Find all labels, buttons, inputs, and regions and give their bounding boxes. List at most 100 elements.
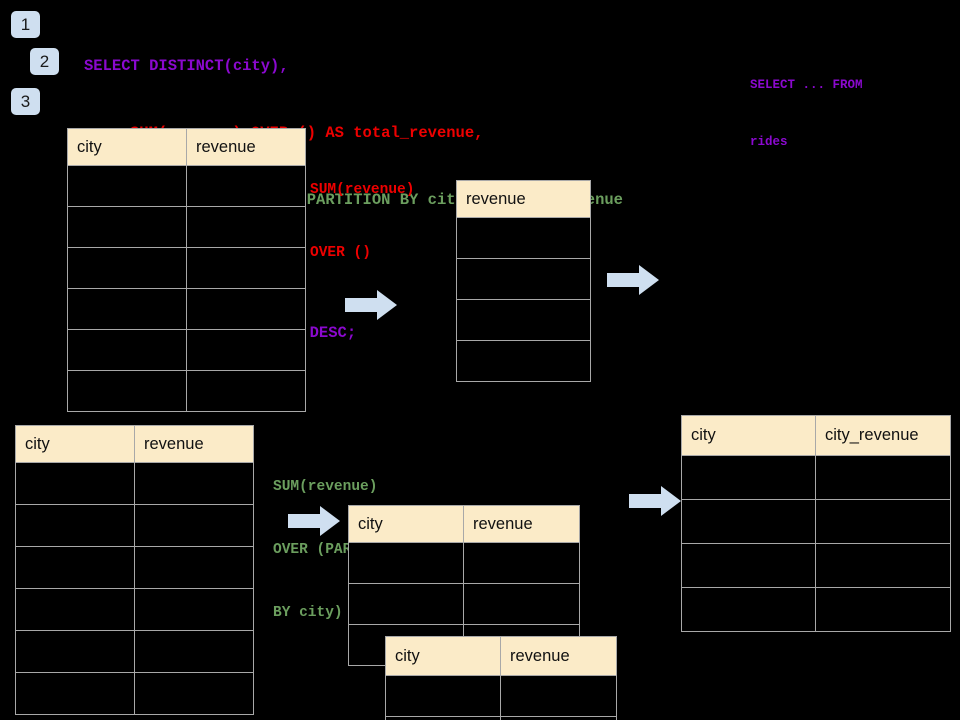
annotation-sum-over-empty-line2: OVER () — [310, 245, 371, 261]
table-row — [348, 542, 580, 584]
table-cell — [186, 370, 306, 412]
table-row — [67, 288, 306, 330]
table-row — [15, 588, 254, 631]
step-badge-2[interactable]: 2 — [30, 48, 59, 75]
table-header-row: city revenue — [67, 128, 306, 166]
table-row — [15, 630, 254, 673]
column-header-revenue: revenue — [186, 128, 306, 166]
city-revenue-result-table: city city_revenue — [681, 415, 951, 632]
table-row — [456, 258, 591, 300]
table-row — [681, 587, 951, 632]
column-header-revenue: revenue — [500, 636, 617, 676]
column-header-revenue: revenue — [134, 425, 254, 463]
table-cell — [348, 542, 464, 584]
table-cell — [456, 258, 591, 300]
table-header-row: city revenue — [348, 505, 580, 543]
table-cell — [134, 672, 254, 715]
column-header-city: city — [385, 636, 501, 676]
table-cell — [67, 165, 187, 207]
annotation-select-from-rides-line2: rides — [750, 135, 788, 149]
table-cell — [385, 675, 501, 717]
table-cell — [681, 587, 816, 632]
total-revenue-table: revenue — [456, 180, 591, 382]
table-cell — [815, 499, 951, 544]
table-cell — [134, 588, 254, 631]
table-row — [385, 675, 617, 717]
table-cell — [186, 329, 306, 371]
step-badge-1[interactable]: 1 — [11, 11, 40, 38]
table-cell — [134, 462, 254, 505]
rides-source-table: city revenue — [67, 128, 306, 412]
annotation-sum-over-partition-line3: BY city) — [273, 605, 343, 621]
column-header-city-revenue: city_revenue — [815, 415, 951, 456]
table-cell — [815, 455, 951, 500]
table-cell — [186, 165, 306, 207]
arrow-source-to-total — [345, 290, 397, 320]
table-cell — [500, 716, 617, 720]
arrow-source-to-partition — [288, 506, 340, 536]
table-row — [348, 583, 580, 625]
partition-group-table-b: city revenue — [385, 636, 617, 720]
table-row — [385, 716, 617, 720]
step-badge-3[interactable]: 3 — [11, 88, 40, 115]
table-cell — [500, 675, 617, 717]
table-cell — [681, 543, 816, 588]
table-cell — [456, 217, 591, 259]
table-header-row: city revenue — [15, 425, 254, 463]
annotation-select-from-rides-line1: SELECT ... FROM — [750, 78, 863, 92]
table-cell — [134, 546, 254, 589]
table-cell — [348, 583, 464, 625]
table-cell — [186, 247, 306, 289]
table-header-row: city city_revenue — [681, 415, 951, 456]
table-cell — [67, 370, 187, 412]
table-cell — [815, 543, 951, 588]
column-header-city: city — [15, 425, 135, 463]
table-row — [456, 217, 591, 259]
arrow-total-to-result — [607, 265, 659, 295]
table-cell — [15, 588, 135, 631]
table-cell — [134, 504, 254, 547]
table-row — [681, 499, 951, 544]
table-row — [15, 546, 254, 589]
table-cell — [15, 504, 135, 547]
table-row — [681, 543, 951, 588]
rides-source-table-partitioned: city revenue — [15, 425, 254, 715]
table-cell — [67, 329, 187, 371]
column-header-city: city — [67, 128, 187, 166]
table-cell — [463, 542, 580, 584]
table-row — [15, 462, 254, 505]
table-cell — [15, 462, 135, 505]
table-row — [67, 370, 306, 412]
table-header-row: revenue — [456, 180, 591, 218]
column-header-revenue: revenue — [456, 180, 591, 218]
table-row — [15, 672, 254, 715]
table-cell — [681, 455, 816, 500]
column-header-revenue: revenue — [463, 505, 580, 543]
table-cell — [385, 716, 501, 720]
table-row — [67, 206, 306, 248]
arrow-partition-to-result — [629, 486, 681, 516]
table-row — [67, 165, 306, 207]
annotation-sum-over-empty-line1: SUM(revenue) — [310, 182, 415, 198]
table-cell — [15, 672, 135, 715]
table-cell — [186, 206, 306, 248]
table-row — [67, 247, 306, 289]
table-cell — [463, 583, 580, 625]
annotation-select-from-rides: SELECT ... FROM rides — [750, 38, 863, 190]
table-header-row: city revenue — [385, 636, 617, 676]
table-cell — [67, 288, 187, 330]
table-cell — [67, 206, 187, 248]
table-cell — [815, 587, 951, 632]
table-cell — [456, 340, 591, 382]
table-cell — [134, 630, 254, 673]
table-cell — [15, 630, 135, 673]
table-cell — [67, 247, 187, 289]
column-header-city: city — [681, 415, 816, 456]
table-row — [456, 299, 591, 341]
annotation-sum-over-partition-line1: SUM(revenue) — [273, 479, 378, 495]
table-row — [681, 455, 951, 500]
annotation-sum-over-empty: SUM(revenue) OVER () — [310, 138, 414, 306]
table-cell — [15, 546, 135, 589]
column-header-city: city — [348, 505, 464, 543]
